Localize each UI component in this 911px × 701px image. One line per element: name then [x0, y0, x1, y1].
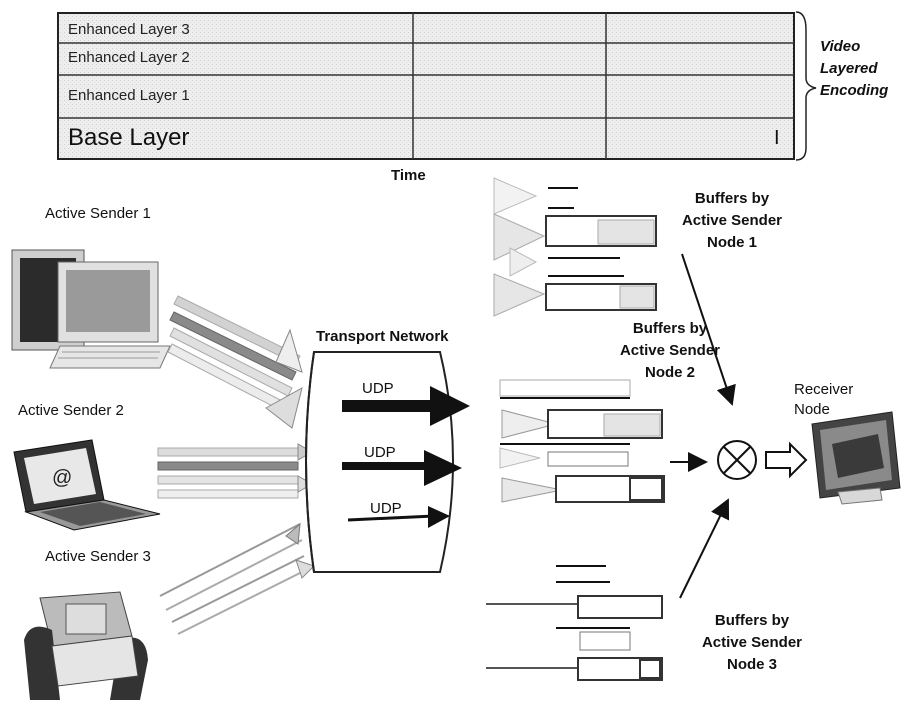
sender-label-3: Active Sender 3 — [45, 548, 151, 565]
time-axis-label: Time — [391, 167, 426, 184]
transport-network-title: Transport Network — [316, 328, 449, 345]
desktop-computer-icon — [12, 250, 170, 368]
buffer-group-2 — [500, 380, 664, 502]
buffer-group-1 — [494, 178, 656, 316]
sender-label-2: Active Sender 2 — [18, 402, 124, 419]
circle-x-combiner-icon — [718, 441, 756, 479]
layer-label-enhanced-3: Enhanced Layer 3 — [68, 21, 190, 38]
layer-label-enhanced-1: Enhanced Layer 1 — [68, 87, 190, 104]
receiver-node-label: Receiver Node — [794, 380, 870, 420]
encoding-brace — [796, 12, 816, 160]
video-layered-encoding-caption: Video Layered Encoding — [820, 36, 910, 102]
layer-label-enhanced-2: Enhanced Layer 2 — [68, 49, 190, 66]
udp-label-2: UDP — [364, 444, 396, 461]
udp-label-3: UDP — [370, 500, 402, 517]
monitor-display-icon — [812, 412, 900, 504]
buffers-label-node-3: Buffers by Active Sender Node 3 — [698, 610, 806, 676]
buffer-group-3 — [486, 566, 662, 680]
arrow-from-buffers-3 — [680, 500, 728, 598]
udp-label-1: UDP — [362, 380, 394, 397]
handheld-device-icon — [24, 592, 148, 700]
sender-label-1: Active Sender 1 — [45, 205, 151, 222]
buffers-label-node-1: Buffers by Active Sender Node 1 — [678, 188, 786, 254]
arrow-to-receiver — [766, 444, 806, 476]
encoding-marker: I — [774, 127, 780, 150]
buffers-label-node-2: Buffers by Active Sender Node 2 — [616, 318, 724, 384]
svg-text:@: @ — [52, 467, 72, 489]
layer-label-base: Base Layer — [68, 124, 189, 152]
laptop-at-sign-icon: @ — [14, 440, 160, 530]
sender-streams — [158, 296, 314, 634]
